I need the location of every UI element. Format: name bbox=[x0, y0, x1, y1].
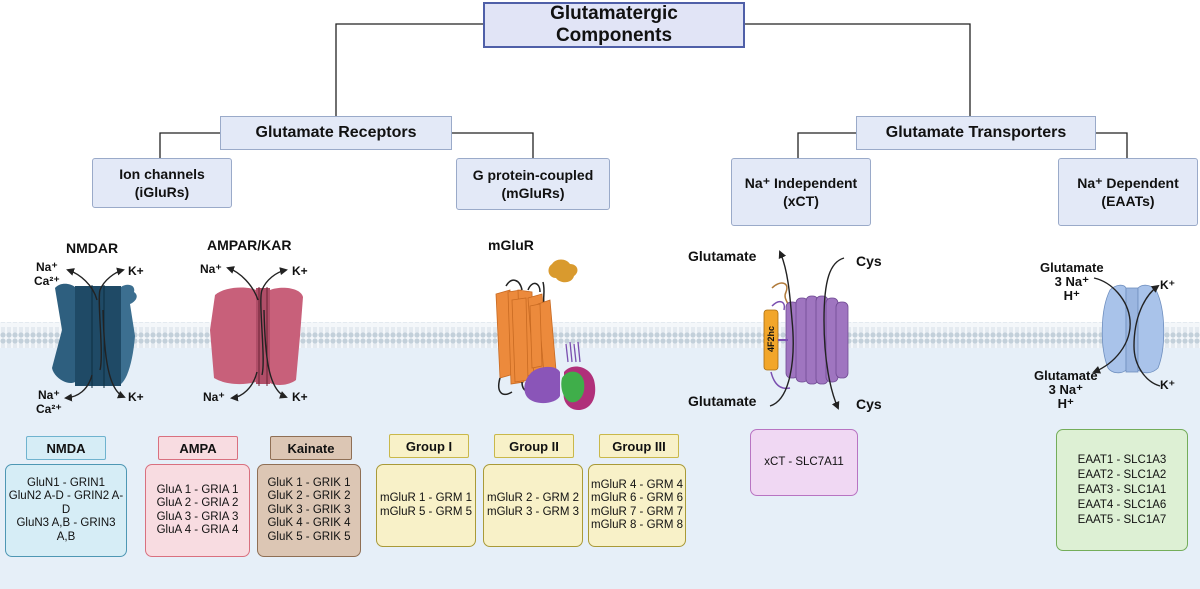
nmdar-flux-arrows bbox=[64, 267, 126, 402]
xct-gene-list: xCT - SLC7A11 bbox=[750, 429, 858, 496]
eaat-top-label: Glutamate 3 Na⁺ H⁺ bbox=[1040, 260, 1104, 303]
xct-glutamate-top: Glutamate bbox=[688, 248, 757, 264]
group-iii-gene-list: mGluR 4 - GRM 4 mGluR 6 - GRM 6 mGluR 7 … bbox=[588, 464, 686, 547]
ampar-ion-top-left: Na⁺ bbox=[200, 262, 222, 276]
group-ii-tag: Group II bbox=[494, 434, 574, 458]
nmdar-ion-top-right: K+ bbox=[128, 264, 144, 278]
nmdar-title: NMDAR bbox=[66, 240, 119, 256]
xct-glutamate-bottom: Glutamate bbox=[688, 393, 757, 409]
xct-shape bbox=[763, 282, 849, 390]
xct-4f2hc-label: 4F2hc bbox=[766, 326, 776, 353]
eaat-gene-list: EAAT1 - SLC1A3 EAAT2 - SLC1A2 EAAT3 - SL… bbox=[1056, 429, 1188, 551]
group-i-tag: Group I bbox=[389, 434, 469, 458]
eaat-shape bbox=[1101, 284, 1165, 374]
ion-channels-box: Ion channels (iGluRs) bbox=[92, 158, 232, 208]
nmdar-shape bbox=[52, 283, 137, 388]
ampar-ion-top-right: K+ bbox=[292, 264, 308, 278]
na-independent-box: Na⁺ Independent (xCT) bbox=[731, 158, 871, 226]
nmdar-ion-top-left: Na⁺ Ca²⁺ bbox=[34, 260, 60, 288]
g-protein-coupled-box: G protein-coupled (mGluRs) bbox=[456, 158, 610, 210]
xct-cys-top: Cys bbox=[856, 253, 882, 269]
nmdar-ion-bottom-left: Na⁺ Ca²⁺ bbox=[36, 388, 62, 416]
root-box: Glutamatergic Components bbox=[483, 2, 745, 48]
nmdar-ion-bottom-right: K+ bbox=[128, 390, 144, 404]
xct-cys-bottom: Cys bbox=[856, 396, 882, 412]
ampar-ion-bottom-right: K+ bbox=[292, 390, 308, 404]
ampar-title: AMPAR/KAR bbox=[207, 237, 292, 253]
eaat-bottom-label: Glutamate 3 Na⁺ H⁺ bbox=[1034, 368, 1098, 411]
group-ii-gene-list: mGluR 2 - GRM 2 mGluR 3 - GRM 3 bbox=[483, 464, 583, 547]
glutamate-receptors-box: Glutamate Receptors bbox=[220, 116, 452, 150]
eaat-flux-arrows bbox=[1092, 277, 1161, 387]
ampa-tag: AMPA bbox=[158, 436, 238, 460]
ampar-shape bbox=[210, 287, 303, 386]
na-dependent-box: Na⁺ Dependent (EAATs) bbox=[1058, 158, 1198, 226]
nmda-gene-list: GluN1 - GRIN1 GluN2 A-D - GRIN2 A-D GluN… bbox=[5, 464, 127, 557]
xct-flux-arrows bbox=[769, 250, 845, 410]
group-i-gene-list: mGluR 1 - GRM 1 mGluR 5 - GRM 5 bbox=[376, 464, 476, 547]
kainate-gene-list: GluK 1 - GRIK 1 GluK 2 - GRIK 2 GluK 3 -… bbox=[257, 464, 361, 557]
ampar-flux-arrows bbox=[226, 266, 288, 402]
mglur-title: mGluR bbox=[488, 237, 534, 253]
eaat-bottom-k: K⁺ bbox=[1160, 378, 1175, 392]
group-iii-tag: Group III bbox=[599, 434, 679, 458]
nmda-tag: NMDA bbox=[26, 436, 106, 460]
ampa-gene-list: GluA 1 - GRIA 1 GluA 2 - GRIA 2 GluA 3 -… bbox=[145, 464, 250, 557]
tree-connectors bbox=[159, 23, 1128, 158]
eaat-top-k: K⁺ bbox=[1160, 278, 1175, 292]
glutamate-transporters-box: Glutamate Transporters bbox=[856, 116, 1096, 150]
mglur-shape bbox=[495, 259, 596, 410]
kainate-tag: Kainate bbox=[270, 436, 352, 460]
ampar-ion-bottom-left: Na⁺ bbox=[203, 390, 225, 404]
